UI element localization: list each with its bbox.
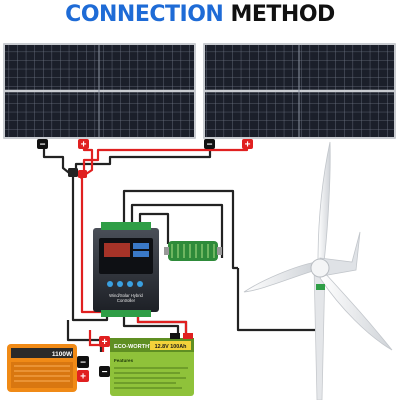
- diagram-title: CONNECTION METHOD: [0, 2, 400, 27]
- wind-turbine-icon: [243, 141, 393, 400]
- inverter-positive-terminal: +: [80, 372, 86, 383]
- dump-load-resistor-icon: [164, 241, 222, 261]
- battery-brand: ECO-WORTHY: [114, 344, 153, 350]
- battery-subtitle: Features: [114, 358, 134, 363]
- battery-terminals: + −: [99, 336, 110, 378]
- title-word-connection: CONNECTION: [65, 2, 224, 27]
- panel-left-negative-terminal: −: [40, 140, 46, 151]
- inverter-icon: 1100W − +: [7, 344, 89, 392]
- panel-right-negative-terminal: −: [207, 140, 213, 151]
- battery-rating: 12.8V 100Ah: [155, 344, 187, 350]
- inverter-power-label: 1100W: [52, 351, 73, 358]
- battery-icon: ECO-WORTHY 12.8V 100Ah Features: [110, 333, 194, 396]
- battery-negative-terminal: −: [102, 367, 108, 378]
- inverter-positive-wire: [88, 330, 105, 352]
- battery-positive-terminal: +: [102, 337, 108, 348]
- hybrid-charge-controller-icon: Wind/Solar Hybrid Controller: [93, 222, 159, 317]
- y-branch-connectors: [68, 168, 87, 178]
- panel-terminals: − + − +: [37, 139, 253, 151]
- inverter-negative-terminal: −: [80, 358, 86, 369]
- panel-left-positive-terminal: +: [81, 140, 87, 151]
- solar-panel-left: [3, 43, 196, 139]
- panel-right-positive-terminal: +: [245, 140, 251, 151]
- solar-panel-right: [203, 43, 396, 139]
- controller-caption-line2: Controller: [117, 298, 136, 303]
- title-word-method: METHOD: [230, 2, 336, 27]
- controller-caption-line1: Wind/Solar Hybrid: [109, 293, 143, 298]
